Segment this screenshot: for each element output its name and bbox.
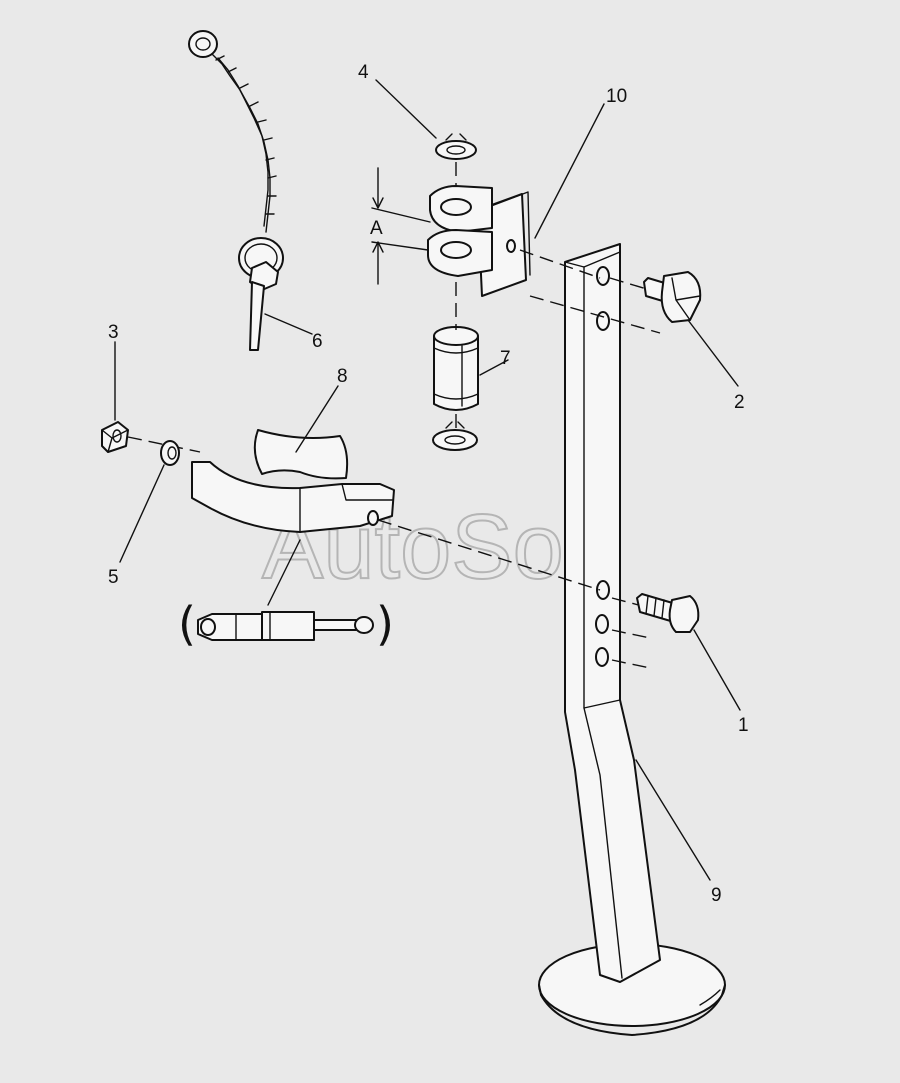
bolt-upper bbox=[643, 271, 702, 323]
callout-3: 3 bbox=[108, 322, 119, 343]
dimension-label: A bbox=[370, 218, 383, 239]
callout-9: 9 bbox=[711, 885, 722, 906]
circlip-bottom bbox=[432, 421, 478, 451]
lynch-pin-with-chain bbox=[188, 30, 284, 351]
gas-spring: ( ) bbox=[178, 539, 394, 651]
callout-10: 10 bbox=[606, 86, 627, 107]
dimension-a: A bbox=[370, 167, 431, 285]
bolt-lower bbox=[636, 593, 700, 633]
callout-1: 1 bbox=[738, 715, 749, 736]
clevis-bracket bbox=[427, 185, 531, 297]
callout-2: 2 bbox=[734, 392, 745, 413]
leader-lines bbox=[114, 79, 741, 881]
callout-6: 6 bbox=[312, 331, 323, 352]
callout-8: 8 bbox=[337, 366, 348, 387]
callout-5: 5 bbox=[108, 567, 119, 588]
callout-4: 4 bbox=[358, 62, 369, 83]
stand-leg bbox=[538, 243, 726, 1036]
callout-7: 7 bbox=[500, 348, 511, 369]
circlip-top bbox=[435, 133, 477, 160]
clamp-bracket bbox=[191, 429, 395, 533]
paren-right: ) bbox=[376, 597, 394, 651]
washer bbox=[160, 440, 180, 466]
paren-left: ( bbox=[178, 597, 196, 651]
pivot-pin bbox=[433, 326, 479, 411]
nut bbox=[101, 421, 129, 453]
